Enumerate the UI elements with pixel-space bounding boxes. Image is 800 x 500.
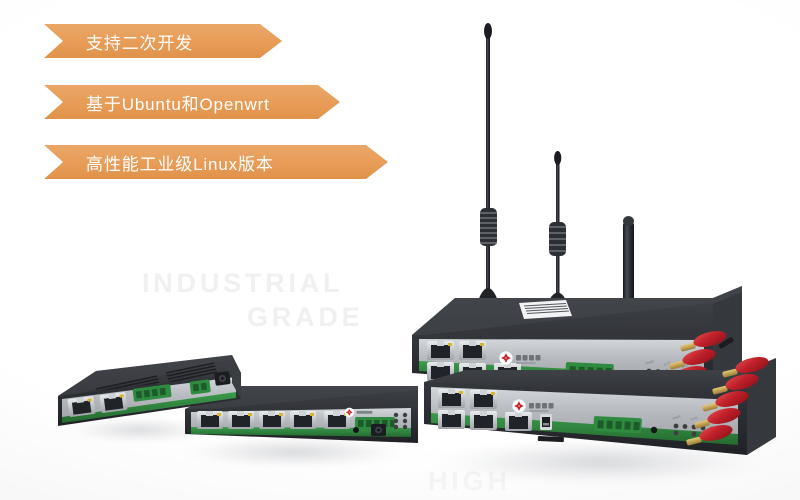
gateway-terminal-blocks [132, 379, 211, 402]
router-top-side-slot [718, 337, 734, 349]
svg-text:NET: NET [681, 363, 690, 369]
router-bottom-right-side [747, 358, 776, 455]
svg-text:PWR: PWR [645, 359, 655, 366]
sma-antenna-connector [722, 357, 769, 378]
shadow-switch [165, 434, 425, 470]
antenna-coil-tall [480, 208, 497, 246]
svg-text:PWR: PWR [672, 414, 682, 421]
rj45-port [290, 411, 316, 429]
switch-ground-screw [353, 427, 359, 433]
shadow-gateway [58, 416, 222, 444]
feature-banner-2: 基于Ubuntu和Openwrt [44, 85, 340, 119]
brand-logo [344, 407, 373, 418]
switch-led-array [393, 412, 408, 430]
switch-dc-jack [371, 424, 386, 436]
sma-antenna-connector [669, 349, 716, 370]
device-router-top: PWR SYS NET [412, 23, 742, 395]
feature-banner-3-shape [44, 145, 388, 179]
rj45-port [427, 341, 454, 360]
feature-banner-3-label: 高性能工业级Linux版本 [86, 154, 274, 174]
rj45-port [197, 411, 223, 429]
brand-logo [499, 351, 541, 365]
device-compact-gateway [58, 355, 241, 426]
svg-text:SYS: SYS [663, 361, 672, 367]
feature-banner-1-shape [44, 24, 282, 58]
antenna-tall [467, 23, 509, 325]
switch-ethernet-ports [197, 411, 350, 429]
router-bottom-sim-slot [537, 436, 564, 443]
rj45-port [228, 411, 254, 429]
rj45-port [438, 410, 465, 429]
rj45-port [438, 389, 465, 408]
sma-antenna-connector [712, 374, 759, 395]
brand-logo [512, 399, 554, 413]
feature-banner-2-label: 基于Ubuntu和Openwrt [86, 94, 270, 114]
watermark-grade: GRADE [247, 302, 364, 332]
rj45-port [470, 390, 497, 409]
device-ethernet-switch [185, 386, 418, 443]
router-bottom-usb-port [540, 414, 552, 430]
router-top-barcode-label [519, 300, 572, 319]
rj45-port [470, 411, 497, 430]
rj45-port [459, 341, 486, 360]
sma-antenna-connector [694, 408, 741, 429]
rj45-port [324, 411, 350, 429]
rj45-port [99, 392, 128, 413]
feature-banner-1-label: 支持二次开发 [86, 33, 194, 53]
device-router-bottom: PWR SYS NET [424, 357, 776, 455]
router-bottom-ethernet-ports [438, 389, 532, 431]
rj45-port [259, 411, 285, 429]
sma-antenna-connector [702, 391, 749, 412]
router-bottom-terminal-block [593, 416, 642, 434]
sma-antenna-connector [680, 331, 727, 352]
svg-text:SYS: SYS [690, 416, 699, 422]
rj45-port [67, 396, 96, 417]
watermark-industrial: INDUSTRIAL [142, 268, 344, 298]
sma-antenna-connector [686, 425, 733, 446]
gateway-ethernet-ports [67, 392, 128, 417]
feature-banner-1: 支持二次开发 [44, 24, 282, 58]
gateway-dc-jack [214, 371, 231, 386]
gateway-right-side [232, 355, 241, 399]
router-bottom-sma-connectors [686, 357, 769, 446]
router-top-led-labels: PWR SYS NET [645, 359, 690, 369]
feature-banner-3: 高性能工业级Linux版本 [44, 145, 388, 179]
rj45-port [505, 412, 532, 431]
gateway-pcb-strip [62, 392, 236, 423]
router-bottom-reset-button [650, 426, 658, 434]
feature-banner-2-shape [44, 85, 340, 119]
antenna-coil-medium [549, 222, 566, 256]
